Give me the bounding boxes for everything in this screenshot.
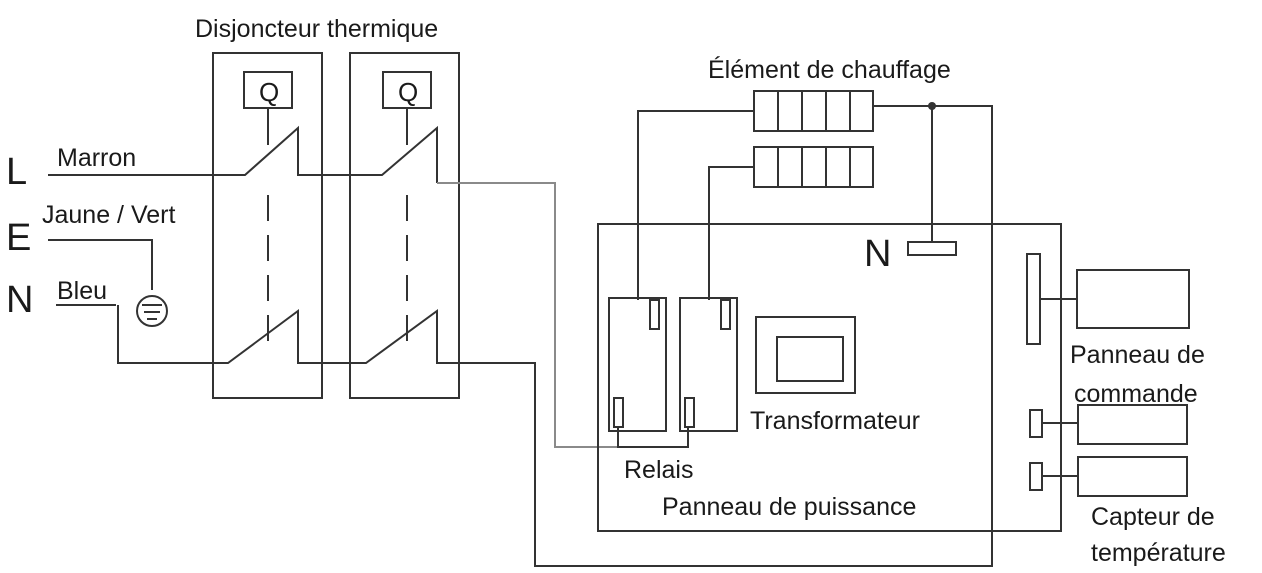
temperature-sensor-1 — [1077, 404, 1188, 445]
breaker-pole-1 — [212, 52, 323, 399]
temp-sensor-label-line1: Capteur de — [1091, 503, 1215, 531]
neutral-terminal-label: N — [864, 233, 891, 275]
power-board — [597, 223, 1062, 532]
earth-symbol-icon — [136, 295, 168, 327]
wire-label-brown: Marron — [57, 144, 136, 172]
relay-2-contact-bottom — [684, 397, 695, 428]
breaker-q-box-1 — [243, 71, 293, 109]
relay-label: Relais — [624, 456, 693, 484]
wire-neutral-blue — [117, 105, 993, 567]
junction-dot — [928, 102, 936, 110]
transformer-outer — [755, 316, 856, 394]
neutral-terminal — [907, 241, 957, 256]
q-label-1: Q — [259, 77, 279, 107]
relay-1-contact-top — [649, 299, 660, 330]
control-panel-connector — [1026, 253, 1041, 345]
relay-2-contact-top — [720, 299, 731, 330]
sensor-connector-1 — [1029, 409, 1043, 438]
heating-element-1 — [753, 90, 874, 132]
relay-2 — [679, 297, 738, 432]
relay-1-contact-bottom — [613, 397, 624, 428]
temp-sensor-label-line2: température — [1091, 539, 1226, 567]
neutral-letter-n: N — [6, 279, 33, 321]
wire-label-yellow-green: Jaune / Vert — [42, 201, 175, 229]
heating-element-title: Élément de chauffage — [708, 55, 951, 84]
wire-earth — [48, 239, 153, 290]
temperature-sensor-2 — [1077, 456, 1188, 497]
transformer-label: Transformateur — [750, 407, 920, 435]
relay-1 — [608, 297, 667, 432]
wire-relay-bridge — [617, 427, 689, 448]
control-panel-label-line1: Panneau de — [1070, 341, 1205, 369]
wire-label-blue: Bleu — [57, 277, 107, 305]
control-panel — [1076, 269, 1190, 329]
heating-element-2 — [753, 146, 874, 188]
wire-heater-1-relay — [637, 110, 754, 300]
q-label-2: Q — [398, 77, 418, 107]
breaker-title: Disjoncteur thermique — [195, 15, 438, 43]
transformer-inner — [776, 336, 844, 382]
wire-heater-2-relay — [708, 166, 754, 300]
earth-letter-e: E — [6, 217, 31, 259]
line-letter-l: L — [6, 151, 27, 193]
wire-line-to-relays — [437, 182, 618, 448]
sensor-connector-2 — [1029, 462, 1043, 491]
power-board-label: Panneau de puissance — [662, 493, 916, 521]
breaker-pole-2 — [349, 52, 460, 399]
wire-line-brown — [48, 125, 438, 183]
control-panel-label-line2: commande — [1074, 380, 1198, 408]
